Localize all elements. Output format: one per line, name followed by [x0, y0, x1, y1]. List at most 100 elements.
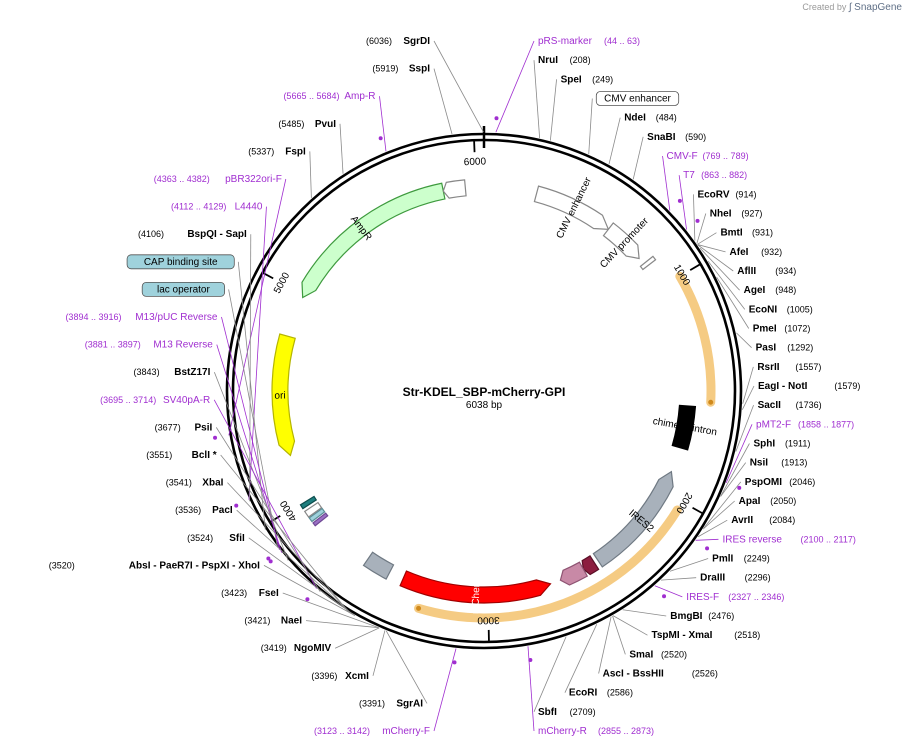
primer-mark-mcherry-f [452, 660, 457, 665]
site-amp-r[interactable]: Amp-R(5665 .. 5684) [283, 91, 375, 102]
feature-t7-promoter[interactable] [639, 255, 657, 271]
feature-ori[interactable] [271, 333, 296, 457]
site-pspomi[interactable]: PspOMI(2046) [745, 477, 815, 488]
site-cmv-enhancer[interactable]: CMV enhancer [595, 91, 680, 106]
site-pbr322ori-f[interactable]: pBR322ori-F(4363 .. 4382) [154, 174, 282, 185]
site-tspmi-xmai[interactable]: TspMI - XmaI(2518) [651, 630, 760, 641]
site-nhei[interactable]: NheI(927) [710, 209, 763, 220]
site-avrii[interactable]: AvrII(2084) [731, 515, 795, 526]
site-xcmi[interactable]: XcmI(3396) [311, 671, 369, 682]
site-t7[interactable]: T7(863 .. 882) [683, 170, 747, 181]
site-l4440[interactable]: L4440(4112 .. 4129) [171, 202, 263, 213]
site-aflii[interactable]: AflII(934) [737, 266, 796, 277]
site-ngomiv[interactable]: NgoMIV(3419) [261, 643, 332, 654]
site-pmli[interactable]: PmlI(2249) [712, 554, 770, 565]
site-m13-reverse[interactable]: M13 Reverse(3881 .. 3897) [85, 340, 213, 351]
site-bspqi-sapi[interactable]: BspQI - SapI(4106) [138, 229, 247, 240]
feature-ampr-promoter[interactable] [442, 179, 467, 199]
site-pmei[interactable]: PmeI(1072) [753, 324, 811, 335]
site-nrui[interactable]: NruI(208) [538, 55, 591, 66]
site-ecorv[interactable]: EcoRV(914) [697, 189, 756, 200]
leader-bmti [697, 232, 717, 245]
site-fspi[interactable]: FspI(5337) [248, 146, 306, 157]
leader-ecori [564, 623, 598, 693]
site-pasi[interactable]: PasI(1292) [756, 343, 814, 354]
site-mcherry-f[interactable]: mCherry-F(3123 .. 3142) [314, 726, 430, 737]
site-pmt2-f[interactable]: pMT2-F(1858 .. 1877) [756, 419, 854, 430]
site-eagi-noti[interactable]: EagI - NotI(1579) [758, 381, 860, 392]
site-asci-bsshii[interactable]: AscI - BssHII(2526) [603, 669, 718, 680]
site-econi[interactable]: EcoNI(1005) [749, 304, 813, 315]
site-cmv-f[interactable]: CMV-F(769 .. 789) [667, 151, 749, 162]
feature-ampr[interactable] [301, 182, 446, 299]
site-xbai[interactable]: XbaI(3541) [166, 478, 224, 489]
feature-mcherry[interactable] [399, 570, 552, 604]
leader-pspomi [703, 481, 742, 529]
site-afei[interactable]: AfeI(932) [730, 247, 783, 258]
feature-il-2-signal-sequence[interactable] [581, 555, 600, 576]
site-bstz17i[interactable]: BstZ17I(3843) [134, 367, 211, 378]
site-box-lac-operator [141, 281, 226, 297]
feature-sv40-poly-a-signal[interactable] [362, 551, 395, 580]
site-sgrdi[interactable]: SgrDI(6036) [366, 36, 430, 47]
site-ires-f[interactable]: IRES-F(2327 .. 2346) [686, 592, 784, 603]
site-psii[interactable]: PsiI(3677) [155, 422, 213, 433]
leader-l4440 [248, 206, 267, 500]
feature-sbp[interactable] [559, 561, 589, 586]
site-nsii[interactable]: NsiI(1913) [750, 458, 808, 469]
site-position: (590) [685, 132, 706, 142]
site-paci[interactable]: PacI(3536) [175, 505, 233, 516]
leader-xcmi [372, 630, 386, 676]
feature-m13-rev[interactable] [312, 512, 329, 527]
feature-lac-promoter[interactable] [303, 501, 323, 518]
site-name: NsiI [750, 458, 769, 469]
site-mcherry-r[interactable]: mCherry-R(2855 .. 2873) [538, 726, 654, 737]
site-pvui[interactable]: PvuI(5485) [278, 119, 336, 130]
site-snabi[interactable]: SnaBI(590) [647, 132, 706, 143]
site-ecori[interactable]: EcoRI(2586) [569, 688, 633, 699]
feature-lac-operator[interactable] [308, 507, 326, 523]
feature-chimeric-intron[interactable] [671, 404, 697, 451]
feature-cmv-enhancer[interactable] [533, 185, 610, 230]
site-bcli[interactable]: BclI *(3551) [146, 450, 217, 461]
site-fsei[interactable]: FseI(3423) [221, 588, 279, 599]
site-sgrai[interactable]: SgrAI(3391) [359, 698, 423, 709]
site-bmti[interactable]: BmtI(931) [720, 228, 773, 239]
feature-ires2[interactable] [592, 470, 674, 568]
site-bmgbi[interactable]: BmgBI(2476) [670, 611, 734, 622]
site-spei[interactable]: SpeI(249) [561, 74, 614, 85]
feature-cmv-promoter[interactable] [602, 222, 640, 260]
site-draiii[interactable]: DraIII(2296) [700, 573, 770, 584]
primer-mark-ires-reverse [705, 546, 710, 551]
ring-tick-label: 4000 [278, 498, 299, 523]
leader-sgrdi [433, 40, 484, 133]
site-ires-reverse[interactable]: IRES reverse(2100 .. 2117) [722, 534, 855, 545]
site-name: SmaI [629, 649, 653, 660]
site-sv40pa-r[interactable]: SV40pA-R(3695 .. 3714) [100, 395, 210, 406]
feature-cap-binding-site[interactable] [299, 495, 318, 510]
site-name: mCherry-R [538, 726, 587, 737]
site-lac-operator[interactable]: lac operator [141, 281, 226, 297]
site-sacii[interactable]: SacII(1736) [758, 400, 822, 411]
site-name: PmeI [753, 324, 777, 335]
site-sfii[interactable]: SfiI(3524) [187, 533, 245, 544]
site-position: (3520) [49, 560, 75, 570]
site-ndei[interactable]: NdeI(484) [624, 113, 677, 124]
site-apai[interactable]: ApaI(2050) [739, 496, 797, 507]
site-absi-paer7i-pspxi-xhoi[interactable]: AbsI - PaeR7I - PspXI - XhoI(3520) [49, 560, 260, 571]
site-sbfi[interactable]: SbfI(2709) [538, 707, 596, 718]
site-sspi[interactable]: SspI(5919) [372, 64, 430, 75]
leader-pmt2-f [725, 424, 753, 484]
site-position: (6036) [366, 36, 392, 46]
primer-mark-t7 [695, 218, 700, 223]
site-m13-puc-reverse[interactable]: M13/pUC Reverse(3894 .. 3916) [65, 312, 217, 323]
site-prs-marker[interactable]: pRS-marker(44 .. 63) [538, 36, 640, 47]
site-sphi[interactable]: SphI(1911) [753, 439, 810, 450]
site-smai[interactable]: SmaI(2520) [629, 649, 687, 660]
site-naei[interactable]: NaeI(3421) [244, 616, 302, 627]
site-agei[interactable]: AgeI(948) [744, 285, 797, 296]
site-name: NruI [538, 55, 558, 66]
site-cap-binding-site[interactable]: CAP binding site [126, 254, 235, 270]
leader-sphi [720, 443, 750, 497]
site-rsrii[interactable]: RsrII(1557) [757, 362, 821, 373]
